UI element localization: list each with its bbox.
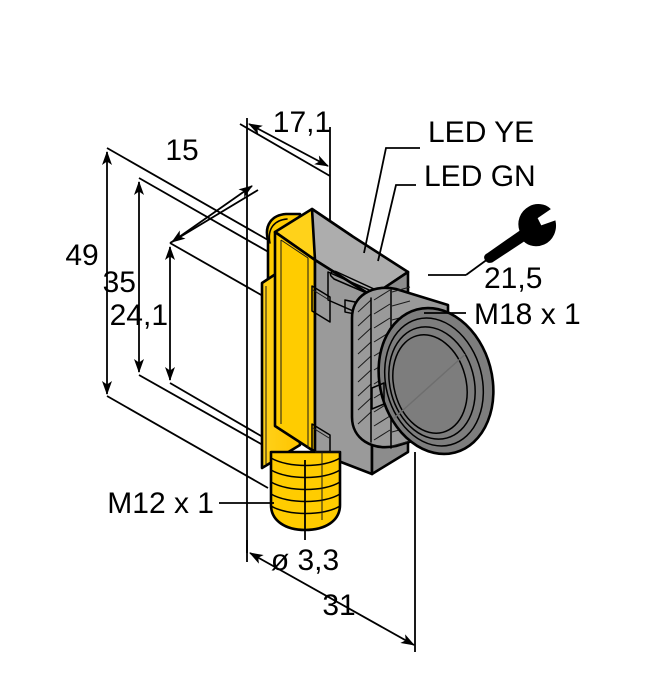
- bore-diameter-text: ø 3,3: [271, 544, 339, 577]
- collar-slot: [371, 382, 385, 410]
- dimension-35-text: 35: [103, 266, 136, 299]
- wrench-icon: [484, 204, 556, 263]
- leader-bore-diameter: ø 3,3: [271, 460, 339, 577]
- dimension-35: 35: [103, 181, 144, 373]
- sensor-body: [260, 207, 495, 532]
- m18-thread-label: M18 x 1: [474, 298, 581, 331]
- dimension-17-1: 17,1: [248, 106, 331, 167]
- dimension-17-1-text: 17,1: [273, 106, 331, 139]
- led-green-label: LED GN: [424, 160, 536, 193]
- dimension-49: 49: [65, 151, 112, 395]
- leader-led-yellow: LED YE: [363, 116, 534, 254]
- dimension-15-text: 15: [165, 134, 198, 167]
- dimension-31: 31: [249, 552, 415, 646]
- lens-glass: [391, 334, 471, 434]
- dimension-49-text: 49: [65, 239, 98, 272]
- mount-notch-upper: [311, 285, 331, 323]
- leader-m18-thread: M18 x 1: [424, 298, 581, 331]
- dimension-15: 15: [165, 134, 253, 243]
- m12-thread-label: M12 x 1: [107, 487, 214, 520]
- leader-wrench-size: 21,5: [428, 255, 542, 295]
- led-yellow-label: LED YE: [428, 116, 534, 149]
- dimension-24-1: 24,1: [110, 246, 175, 381]
- dimension-24-1-text: 24,1: [110, 299, 168, 332]
- wrench-size-text: 21,5: [484, 262, 542, 295]
- dimension-31-text: 31: [322, 589, 355, 622]
- leader-led-green: LED GN: [377, 160, 536, 262]
- leader-m12-thread: M12 x 1: [107, 487, 274, 520]
